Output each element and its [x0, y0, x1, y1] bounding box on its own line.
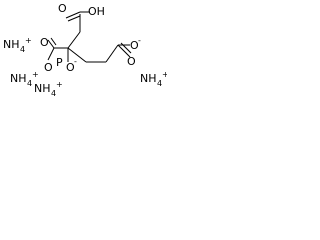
bond [120, 42, 132, 54]
bond-lines [47, 11, 132, 63]
ion-charge: + [162, 70, 167, 79]
atom-label-o: O [44, 61, 53, 74]
charge-minus: - [74, 57, 77, 66]
ion-label: NH [140, 72, 157, 85]
ion-label: NH [3, 38, 20, 51]
ion-subscript: 4 [27, 79, 32, 88]
bond [67, 31, 81, 49]
ion-charge: + [32, 70, 39, 79]
charge-minus: - [138, 36, 141, 45]
counterion: NH 4 + [10, 70, 39, 88]
ion-subscript: 4 [157, 79, 162, 88]
bond [47, 47, 55, 61]
ion-charge: + [56, 80, 63, 89]
atom-label-p: P [56, 56, 63, 69]
atom-label-o: O [127, 55, 136, 68]
bond [50, 37, 57, 46]
atom-label-o: O [40, 36, 49, 49]
counterion-list: NH 4 + NH 4 + NH 4 + NH 4 + [3, 36, 167, 98]
bond [117, 44, 131, 58]
counterion: NH 4 + [34, 80, 63, 98]
bond [105, 44, 119, 63]
bond [47, 39, 55, 49]
counterion: NH 4 + [3, 36, 32, 54]
counterion: NH 4 + [140, 70, 167, 88]
atom-label-o: O [66, 61, 75, 74]
ion-charge: + [25, 36, 32, 45]
bond [65, 11, 81, 19]
bond [67, 15, 81, 22]
molecule-structure: OH O O O P O - O O - NH 4 + NH 4 + NH 4 … [3, 2, 167, 98]
ion-subscript: 4 [51, 89, 56, 98]
ion-subscript: 4 [20, 45, 25, 54]
atom-label-o: O [58, 2, 67, 15]
atom-label-oh: OH [88, 5, 105, 18]
atom-label-o: O [130, 39, 139, 52]
bond [67, 47, 87, 63]
ion-label: NH [34, 82, 51, 95]
ion-label: NH [10, 72, 27, 85]
